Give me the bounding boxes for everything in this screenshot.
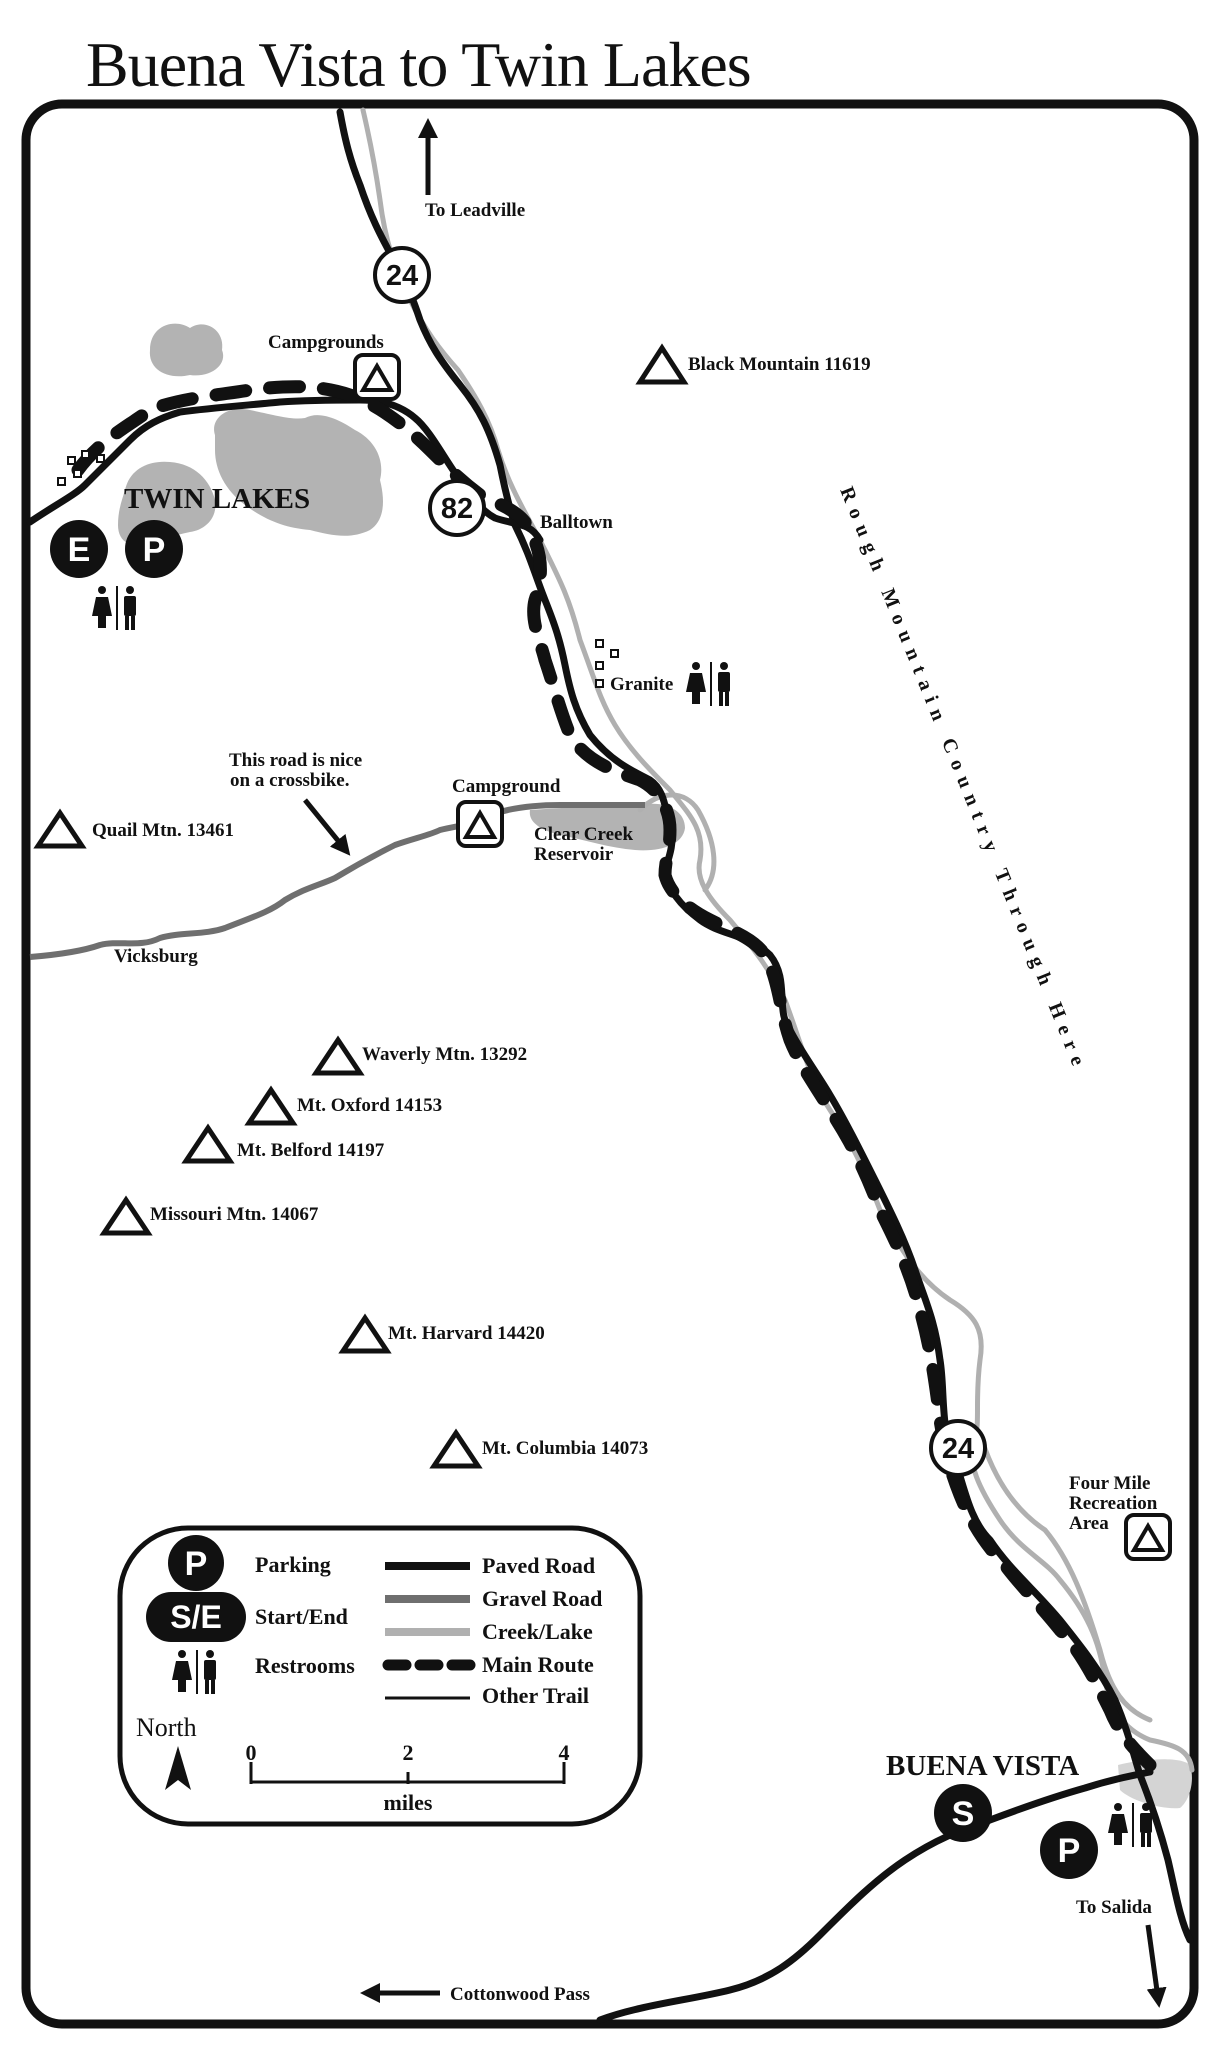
clear-creek-reservoir-lake <box>529 803 685 851</box>
parking-badge-label: P <box>1058 1832 1081 1870</box>
town-label-twin-lakes: TWIN LAKES <box>124 483 310 515</box>
cottonwood-pass-road <box>596 1768 1154 2024</box>
peak-icon <box>33 808 87 849</box>
legend: P Parking S/E Start/End Restrooms Paved … <box>117 1525 643 1827</box>
hwy-82-shield: 82 <box>428 479 486 537</box>
place-label-vicksburg: Vicksburg <box>114 946 198 967</box>
legend-paved-road: Paved Road <box>482 1553 595 1578</box>
place-label-clear-creek: Clear Creek <box>534 824 633 845</box>
direction-label-leadville: To Leadville <box>425 200 525 221</box>
main-route <box>71 380 1157 1772</box>
place-label-campground: Campground <box>452 776 561 797</box>
end-badge-label: E <box>68 531 91 569</box>
mountain-label: Mt. Columbia 14073 <box>482 1438 648 1459</box>
granite-town-marks <box>595 639 619 688</box>
note-arrow-icon <box>303 798 351 856</box>
scale-tick-label: 0 <box>246 1740 257 1765</box>
scale-tick-label: 4 <box>559 1740 570 1765</box>
mountain-label: Missouri Mtn. 14067 <box>150 1204 319 1225</box>
scale-bar <box>249 1762 566 1784</box>
start-badge-label: S <box>952 1795 975 1833</box>
mountain-label: Quail Mtn. 13461 <box>92 820 234 841</box>
mountain-label: Waverly Mtn. 13292 <box>362 1044 527 1065</box>
hwy-24-shield-north-label: 24 <box>386 260 418 292</box>
legend-gravel-road: Gravel Road <box>482 1586 602 1611</box>
legend-box <box>117 1525 643 1827</box>
direction-label-salida: To Salida <box>1076 1897 1152 1918</box>
twin-lakes-town-marks <box>57 450 105 486</box>
legend-parking-icon-label: P <box>185 1545 208 1583</box>
place-label-reservoir: Reservoir <box>534 844 614 865</box>
hwy-24-shield-north: 24 <box>373 246 431 304</box>
map-title: Buena Vista to Twin Lakes <box>86 29 751 100</box>
road-note-line-2: on a crossbike. <box>230 770 349 791</box>
start-badge: S <box>934 1784 992 1842</box>
parking-badge: P <box>125 520 183 578</box>
peak-icon <box>181 1123 235 1164</box>
four-mile-creek <box>979 1437 1153 1723</box>
scale-unit-label: miles <box>384 1790 433 1815</box>
place-label-granite: Granite <box>610 674 673 695</box>
place-label-balltown: Balltown <box>540 512 613 533</box>
peak-icon <box>429 1428 483 1469</box>
legend-north: North <box>136 1713 197 1742</box>
direction-label-cottonwood: Cottonwood Pass <box>450 1984 590 2005</box>
town-label-buena-vista: BUENA VISTA <box>886 1750 1079 1782</box>
map-frame <box>21 99 1199 2029</box>
mountain-label: Mt. Harvard 14420 <box>388 1323 545 1344</box>
peak-icon <box>338 1313 392 1354</box>
mountain-label: Mt. Belford 14197 <box>237 1140 385 1161</box>
scale-tick-label: 2 <box>403 1740 414 1765</box>
twin-lakes-big <box>214 409 383 536</box>
restroom-icon <box>686 662 730 706</box>
hwy-24-shield-south: 24 <box>929 1419 987 1477</box>
main-route-twin-lakes-section <box>71 380 1157 1772</box>
campground-icon <box>353 353 401 401</box>
legend-parking-icon <box>168 1535 224 1591</box>
legend-restroom-icon <box>172 1650 216 1694</box>
lake-upper <box>149 323 224 377</box>
legend-main-route: Main Route <box>482 1652 594 1677</box>
legend-other-trail: Other Trail <box>482 1683 589 1708</box>
end-badge: E <box>50 520 108 578</box>
legend-creek-lake: Creek/Lake <box>482 1619 593 1644</box>
peak-icon <box>311 1035 365 1076</box>
peak-icon <box>635 343 689 385</box>
restroom-icon <box>92 586 136 630</box>
legend-parking: Parking <box>255 1552 331 1577</box>
place-label-campgrounds: Campgrounds <box>268 332 384 353</box>
legend-start-end-icon <box>146 1592 246 1642</box>
peak-icon <box>244 1085 298 1126</box>
road-note-line-1: This road is nice <box>229 750 362 771</box>
campground-icon <box>1124 1513 1172 1561</box>
lakes <box>118 323 1192 1809</box>
place-label-area: Area <box>1069 1513 1109 1534</box>
campground-icon <box>456 800 504 848</box>
hwy-82-shield-label: 82 <box>441 493 473 525</box>
hwy-24-shield-south-label: 24 <box>942 1433 974 1465</box>
parking-badge: P <box>1040 1821 1098 1879</box>
place-label-recreation: Recreation <box>1069 1493 1158 1514</box>
legend-start-end-icon-label: S/E <box>170 1599 222 1635</box>
peak-icon <box>99 1195 153 1236</box>
legend-restrooms: Restrooms <box>255 1653 355 1678</box>
north-arrow-icon <box>165 1746 191 1790</box>
parking-badge-label: P <box>143 531 166 569</box>
salida-arrow-icon <box>1145 1924 1167 2008</box>
restroom-icon <box>1108 1803 1152 1847</box>
place-label-four-mile: Four Mile <box>1069 1473 1150 1494</box>
mountain-label: Black Mountain 11619 <box>688 354 871 375</box>
arkansas-river <box>360 107 1195 1773</box>
mountain-label: Mt. Oxford 14153 <box>297 1095 442 1116</box>
peak-icons <box>33 343 689 1469</box>
region-label: Rough Mountain Country Through Here <box>835 484 1091 1076</box>
legend-start-end: Start/End <box>255 1604 348 1629</box>
